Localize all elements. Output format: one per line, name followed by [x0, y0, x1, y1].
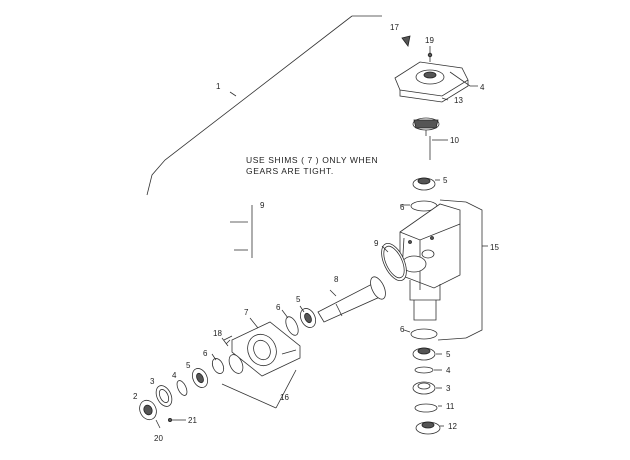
- callout-5-shaft: 5: [296, 295, 301, 304]
- callout-21: 21: [188, 416, 197, 425]
- lower-stack: [403, 328, 444, 435]
- seal-and-nut: [139, 335, 233, 429]
- bracket-9: [230, 205, 253, 258]
- callout-20: 20: [154, 434, 163, 443]
- housing-bearing: [191, 353, 244, 388]
- gearbox-housing: [399, 203, 461, 321]
- callout-5-housing: 5: [186, 361, 191, 370]
- callout-11: 11: [446, 402, 455, 411]
- callout-12: 12: [448, 422, 457, 431]
- callout-10: 10: [450, 136, 459, 145]
- leader-line-1: [146, 15, 382, 196]
- callout-1: 1: [216, 82, 221, 91]
- callout-2: 2: [133, 392, 138, 401]
- callout-9-left: 9: [260, 201, 265, 210]
- callout-4-left: 4: [172, 371, 177, 380]
- callout-3-left: 3: [150, 377, 155, 386]
- callout-16: 16: [280, 393, 289, 402]
- callout-4-lower: 4: [446, 366, 451, 375]
- callout-9-oring: 9: [374, 239, 379, 248]
- callout-13: 13: [454, 96, 463, 105]
- callout-15: 15: [490, 243, 499, 252]
- top-cover-plate: [394, 35, 478, 103]
- callout-6-lower: 6: [400, 325, 405, 334]
- callout-18: 18: [213, 329, 222, 338]
- shaft-bearing: [281, 305, 317, 336]
- upper-shim: [400, 200, 438, 212]
- callout-19: 19: [425, 36, 434, 45]
- callout-17: 17: [390, 23, 399, 32]
- upper-bearing: [412, 177, 440, 191]
- bearing-housing: [221, 317, 301, 409]
- shim-note-line-2: GEARS ARE TIGHT.: [246, 166, 334, 176]
- callout-6-upper: 6: [400, 203, 405, 212]
- callout-4-top: 4: [480, 83, 485, 92]
- shim-note-line-1: USE SHIMS ( 7 ) ONLY WHEN: [246, 155, 378, 165]
- callout-6-housing: 6: [203, 349, 208, 358]
- input-shaft: [317, 276, 386, 323]
- top-bevel-gear: [412, 117, 448, 160]
- bracket-15: [437, 199, 488, 341]
- callout-8: 8: [334, 275, 339, 284]
- callout-3-lower: 3: [446, 384, 451, 393]
- callout-5-upper: 5: [443, 176, 448, 185]
- callout-5-lower: 5: [446, 350, 451, 359]
- callout-7: 7: [244, 308, 249, 317]
- o-ring: [381, 242, 407, 282]
- callout-6-shaft: 6: [276, 303, 281, 312]
